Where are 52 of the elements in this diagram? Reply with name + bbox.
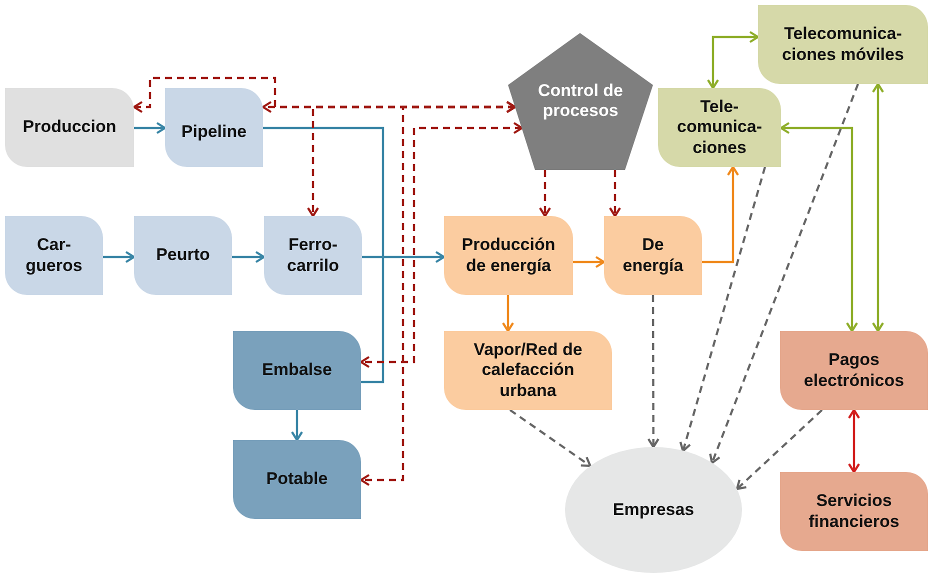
node-label: Control de procesos bbox=[537, 81, 624, 122]
connector-arrow bbox=[509, 409, 592, 467]
process-box bbox=[758, 5, 928, 84]
connector-arrow bbox=[360, 100, 516, 486]
node-label: Produccion bbox=[22, 117, 116, 138]
node-label: Servicios financieros bbox=[808, 491, 900, 532]
connector-arrow bbox=[702, 166, 740, 264]
node-label: Telecomunica- ciones móviles bbox=[781, 24, 905, 65]
node-label: Vapor/Red de calefacción urbana bbox=[472, 340, 584, 402]
connector-arrow bbox=[780, 122, 858, 332]
connector-arrow bbox=[848, 408, 860, 474]
connector-arrow bbox=[573, 256, 606, 268]
connector-arrow bbox=[709, 84, 860, 464]
connector-arrow bbox=[362, 250, 446, 264]
connector-arrow bbox=[736, 409, 823, 490]
connector-arrow bbox=[706, 30, 760, 90]
node-label: Ferro- carrilo bbox=[286, 235, 340, 276]
node-label: Pagos electrónicos bbox=[802, 350, 906, 391]
connector-arrow bbox=[647, 295, 660, 448]
node-label: Potable bbox=[266, 469, 328, 490]
connector-arrow bbox=[538, 170, 552, 218]
node-label: Empresas bbox=[612, 500, 694, 520]
process-box bbox=[780, 472, 928, 551]
node-label: Car- gueros bbox=[24, 235, 84, 276]
process-box bbox=[604, 216, 702, 295]
process-box bbox=[5, 88, 134, 167]
control-pentagon bbox=[508, 33, 653, 170]
process-box bbox=[444, 331, 612, 410]
node-label: Producción de energía bbox=[460, 235, 556, 276]
connector-arrow bbox=[360, 122, 524, 368]
process-box bbox=[134, 216, 232, 295]
process-box bbox=[233, 440, 361, 519]
connector-arrow bbox=[134, 122, 166, 134]
process-box bbox=[780, 331, 928, 410]
node-label: De energía bbox=[622, 235, 684, 276]
node-label: Embalse bbox=[262, 360, 332, 381]
connector-arrow bbox=[290, 410, 304, 442]
process-box bbox=[658, 88, 781, 167]
process-box bbox=[444, 216, 573, 295]
connector-arrow bbox=[872, 82, 884, 332]
connector-arrow bbox=[103, 250, 136, 264]
process-box bbox=[5, 216, 103, 295]
node-label: Pipeline bbox=[181, 122, 247, 143]
process-box bbox=[165, 88, 263, 167]
node-label: Tele- comunica- ciones bbox=[676, 96, 764, 158]
node-label: Peurto bbox=[156, 245, 210, 266]
process-box bbox=[233, 331, 361, 410]
process-box bbox=[264, 216, 362, 295]
connector-arrow bbox=[502, 295, 514, 332]
connector-arrow bbox=[232, 250, 266, 264]
connector-arrow bbox=[608, 170, 622, 218]
connector-arrow bbox=[679, 166, 766, 452]
